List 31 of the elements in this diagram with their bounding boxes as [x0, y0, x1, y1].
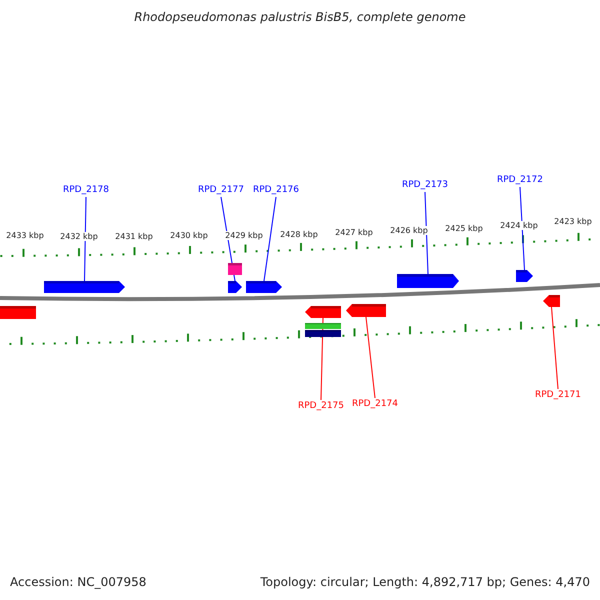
leader-line: [520, 186, 525, 270]
title: Rhodopseudomonas palustris BisB5, complete genome: [133, 10, 467, 24]
leader-line: [366, 316, 376, 398]
gene-label: RPD_2174: [351, 399, 399, 410]
gene-label: RPD_2177: [197, 185, 245, 196]
footer-text: Accession: NC_007958: [10, 575, 146, 589]
gene-bar: [305, 323, 341, 329]
gene-label: RPD_2173: [401, 180, 449, 191]
gene-feature: [516, 270, 533, 282]
feature-box: [228, 263, 242, 275]
footer-text: Topology: circular; Length: 4,892,717 bp; Genes: 4,470: [260, 575, 590, 589]
gene-label: RPD_2171: [534, 390, 582, 401]
gene-label: RPD_2175: [297, 401, 345, 412]
leader-line: [84, 196, 86, 282]
gene-label: RPD_2172: [496, 175, 544, 186]
gene-label: RPD_2178: [62, 185, 110, 196]
gene-bar: [0, 306, 36, 319]
leader-line: [220, 196, 236, 282]
gene-feature: [305, 306, 341, 318]
leader-line: [551, 306, 558, 390]
leader-line: [424, 192, 428, 274]
gene-label: RPD_2176: [252, 185, 300, 196]
gene-feature: [543, 295, 560, 307]
leader-line: [264, 196, 276, 282]
gene-bar: [305, 330, 341, 337]
gene-feature: [246, 281, 282, 293]
gene-feature: [228, 281, 242, 293]
gene-feature: [397, 274, 459, 288]
gene-feature: [346, 304, 386, 317]
gene-feature: [44, 281, 125, 293]
leader-line: [320, 318, 324, 400]
